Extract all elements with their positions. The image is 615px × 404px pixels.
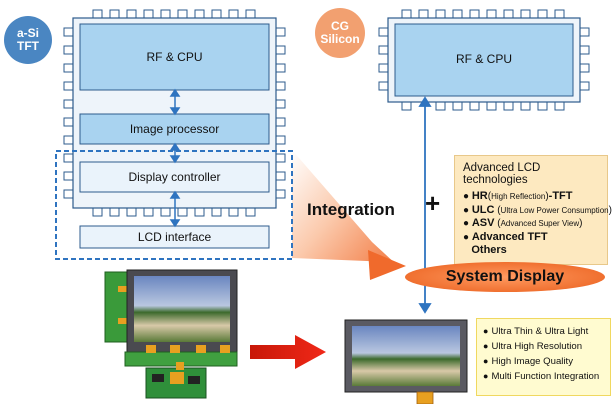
left-rf-cpu-label: RF & CPU [146,50,203,64]
badge-line: a-Si [16,26,39,40]
image-processor-label: Image processor [129,122,220,136]
advanced-item-ulc: ● ULC (Ultra Low Power Consumption) [463,203,612,216]
left-connector-arrows [169,88,181,228]
item-suffix: -TFT [548,190,573,202]
display-controller-label: Display controller [128,170,221,184]
item-main: ULC [471,203,495,216]
legacy-lcd-module [104,269,238,399]
cg-silicon-badge: CG Silicon [315,8,365,58]
item-main: HR [471,190,488,202]
badge-line: TFT [17,39,39,53]
feature-item: High Image Quality [483,354,606,369]
advanced-item-others: Others [463,244,601,258]
dashed-integration-outline [55,150,293,260]
item-others: Others [471,244,507,256]
left-rf-cpu-block [79,23,270,91]
left-display-controller-block [79,161,270,193]
features-box: Ultra Thin & Ultra Light Ultra High Reso… [476,318,611,396]
advanced-lcd-box: Advanced LCD technologies ● HR(High Refl… [454,155,612,265]
left-image-processor-block [79,113,270,145]
integrated-display [344,319,468,404]
advanced-item-asv: ● ASV (Advanced Super View) [463,217,583,229]
feature-item: Multi Function Integration [483,369,606,384]
system-display-label: System Display [405,262,605,292]
lcd-interface-label: LCD interface [137,230,212,244]
item-paren: Ultra Low Power Consumption [500,205,609,215]
integration-label: Integration [307,200,395,219]
transition-arrow [250,335,326,369]
right-rf-cpu-block [394,23,574,97]
item-paren: High Reflection [491,192,546,201]
advanced-item-tft: ● Advanced TFT [463,230,548,243]
item-paren: Advanced Super View [500,219,580,228]
right-rf-cpu-label: RF & CPU [455,52,512,66]
advanced-lcd-title: Advanced LCD technologies [463,162,541,186]
advanced-item-hr: ● HR(High Reflection)-TFT [463,190,573,202]
integration-arrow-head [368,250,406,280]
integration-fan [292,150,398,276]
plus-sign: + [425,188,441,218]
feature-item: Ultra High Resolution [483,339,606,354]
feature-item: Ultra Thin & Ultra Light [483,324,606,339]
item-main: ASV [471,217,495,229]
badge-line: CG [331,19,349,33]
item-main: Advanced TFT [471,230,548,243]
a-si-tft-badge: a-Si TFT [4,16,52,64]
badge-line: Silicon [320,32,360,46]
